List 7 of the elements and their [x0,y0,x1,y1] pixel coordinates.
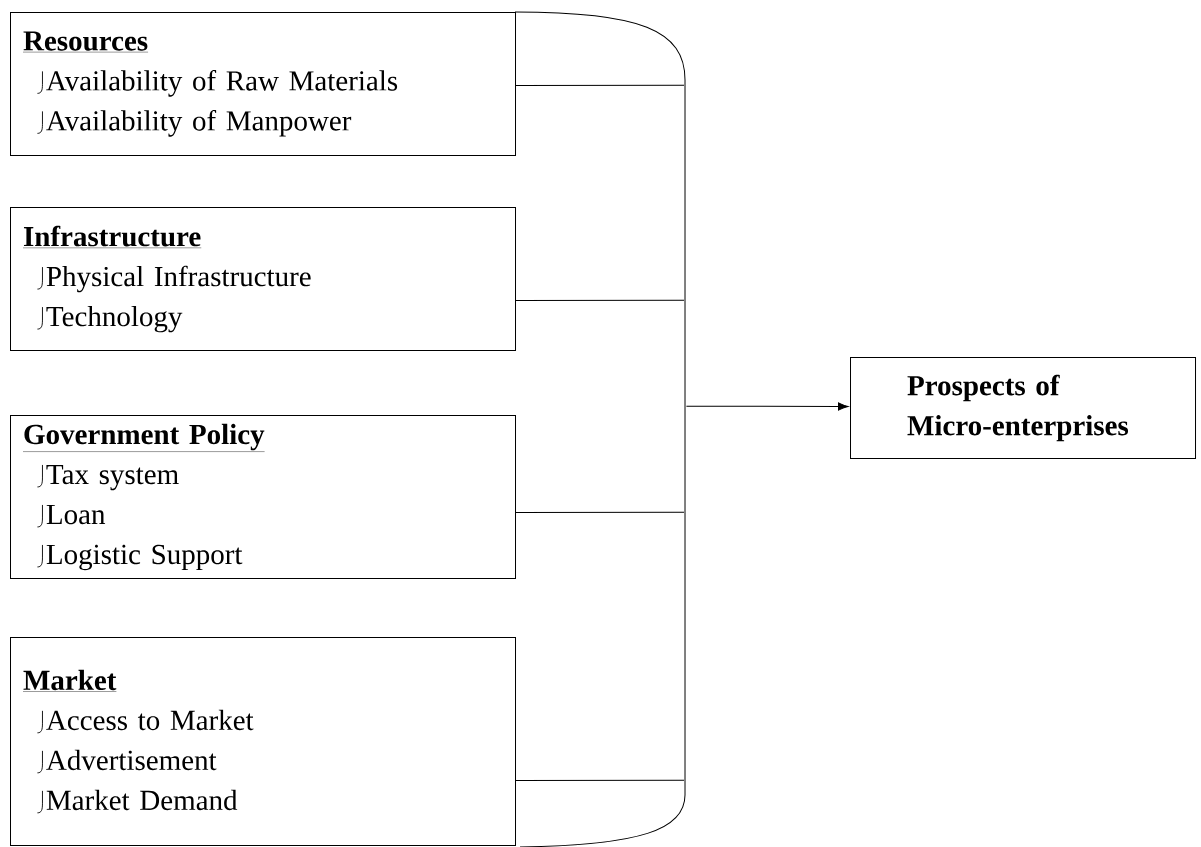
factor-box: Infrastructure Physical Infrastructure Technology [10,207,516,351]
factor-box: Government Policy Tax system Loan Logistic Support [10,415,516,579]
factor-box: Market Access to Market Advertisement Market Demand [10,637,516,846]
arrow [838,402,849,411]
outcome-box: Prospects of Micro-enterprises [850,357,1196,459]
curly-bracket [514,11,686,847]
factor-box: Resources Availability of Raw Materials Availability of Manpower [10,12,516,156]
